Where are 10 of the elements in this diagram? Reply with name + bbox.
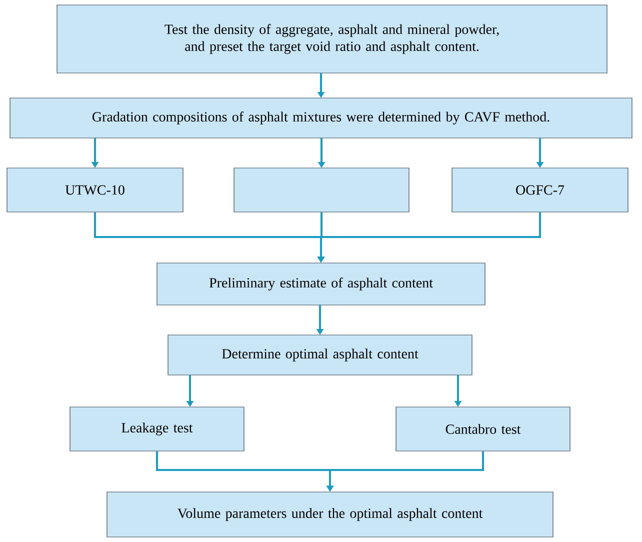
process-box: Cantabro test <box>396 406 570 452</box>
process-box: Gradation compositions of asphalt mixtures were determined by CAVF method. <box>10 98 632 138</box>
process-box: OGFC-7 <box>452 168 628 212</box>
process-box: Determine optimal asphalt content <box>168 334 472 376</box>
process-box: Test the density of aggregate, asphalt and mineral powder, and preset the target void ratio and asphalt content. <box>56 4 608 74</box>
process-box: Leakage test <box>70 406 244 452</box>
process-box <box>234 168 410 212</box>
process-box: UTWC-10 <box>6 168 184 212</box>
process-box: Volume parameters under the optimal asphalt content <box>106 492 554 538</box>
process-box: Preliminary estimate of asphalt content <box>156 262 486 306</box>
